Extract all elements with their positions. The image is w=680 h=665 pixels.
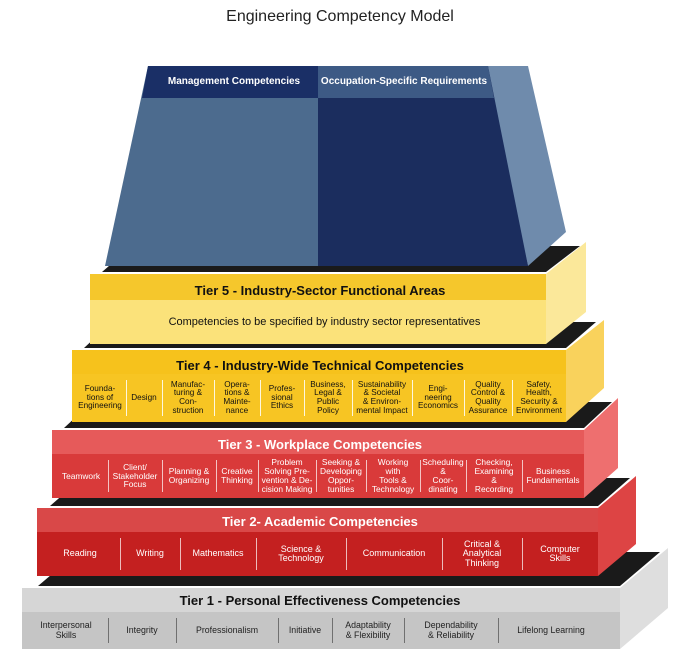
- cell-divider: [420, 460, 421, 492]
- occupation-specific-requirements-label: Occupation-Specific Requirements: [320, 75, 488, 87]
- cell-divider: [464, 380, 465, 416]
- tier3-band: [52, 430, 584, 454]
- tier1-band: [22, 588, 620, 612]
- competency-business-legal-public-policy: Business, Legal & Public Policy: [310, 379, 346, 415]
- top-side: [488, 66, 566, 266]
- cell-divider: [176, 618, 177, 643]
- occupation-header: [318, 66, 494, 98]
- tier2-title: Tier 2- Academic Competencies: [222, 514, 418, 529]
- competency-profes-sional-ethics: Profes- sional Ethics: [268, 384, 296, 411]
- cell-divider: [352, 380, 353, 416]
- competency-teamwork: Teamwork: [61, 470, 101, 481]
- occupation-face: [318, 66, 528, 266]
- cell-divider: [120, 538, 121, 570]
- management-competencies-label: Management Competencies: [167, 75, 301, 87]
- cell-divider: [442, 538, 443, 570]
- cell-divider: [180, 538, 181, 570]
- competency-seeking-developing-oppor-tunities: Seeking & Developing Oppor- tunities: [320, 457, 362, 494]
- cell-divider: [162, 380, 163, 416]
- cell-divider: [346, 538, 347, 570]
- cell-divider: [258, 460, 259, 492]
- competency-working-with-tools-technology: Working with Tools & Technology: [371, 457, 415, 494]
- cell-divider: [512, 380, 513, 416]
- cell-divider: [412, 380, 413, 416]
- cell-divider: [162, 460, 163, 492]
- competency-planning-organizing: Planning & Organizing: [168, 466, 210, 485]
- tier3-title: Tier 3 - Workplace Competencies: [218, 437, 422, 452]
- cell-divider: [108, 618, 109, 643]
- competency-founda-tions-of-engineering: Founda- tions of Engineering: [78, 384, 122, 411]
- competency-manufac-turing-con-struction: Manufac- turing & Con- struction: [170, 379, 206, 415]
- competency-critical-analytical-thinking: Critical & Analytical Thinking: [462, 538, 502, 568]
- competency-engi-neering-economics: Engi- neering Economics: [417, 384, 459, 411]
- cell-divider: [214, 380, 215, 416]
- cell-divider: [304, 380, 305, 416]
- page-title: Engineering Competency Model: [226, 8, 454, 25]
- tier2-band: [37, 508, 598, 532]
- tier5-title: Tier 5 - Industry-Sector Functional Area…: [194, 283, 446, 298]
- competency-reading: Reading: [63, 548, 97, 559]
- cell-divider: [332, 618, 333, 643]
- cell-divider: [522, 460, 523, 492]
- competency-sustainability-societal-environ-mental-impact: Sustainability & Societal & Environ- men…: [356, 379, 408, 415]
- tier5-note: Competencies to be specified by industry…: [168, 316, 481, 329]
- cell-divider: [522, 538, 523, 570]
- tier1-title: Tier 1 - Personal Effectiveness Competen…: [179, 593, 461, 608]
- cell-divider: [216, 460, 217, 492]
- competency-writing: Writing: [136, 548, 164, 559]
- tier5-face: [90, 300, 546, 344]
- competency-adaptability-flexibility: Adaptability & Flexibility: [345, 620, 391, 640]
- tier4-title: Tier 4 - Industry-Wide Technical Compete…: [176, 358, 464, 373]
- competency-business-fundamentals: Business Fundamentals: [526, 466, 580, 485]
- cell-divider: [256, 538, 257, 570]
- competency-problem-solving-pre-vention-de-cision-making: Problem Solving Pre- vention & De- cisio…: [261, 457, 313, 494]
- cell-divider: [366, 460, 367, 492]
- competency-quality-control-quality-assurance: Quality Control & Quality Assurance: [468, 379, 508, 415]
- competency-design: Design: [131, 392, 157, 402]
- tier5-band: [90, 274, 546, 300]
- tier4-band: [72, 350, 566, 374]
- cell-divider: [404, 618, 405, 643]
- competency-communication: Communication: [362, 548, 426, 559]
- management-header: [142, 66, 318, 98]
- competency-opera-tions-mainte-nance: Opera- tions & Mainte- nance: [223, 379, 251, 415]
- competency-initiative: Initiative: [288, 624, 322, 635]
- cell-divider: [108, 460, 109, 492]
- competency-professionalism: Professionalism: [195, 624, 259, 635]
- competency-scheduling-coor-dinating: Scheduling & Coor- dinating: [422, 457, 464, 494]
- cell-divider: [126, 380, 127, 416]
- cell-divider: [466, 460, 467, 492]
- competency-science-technology: Science & Technology: [278, 543, 324, 563]
- competency-checking-examining-recording: Checking, Examining & Recording: [474, 457, 514, 494]
- cell-divider: [498, 618, 499, 643]
- competency-interpersonal-skills: Interpersonal Skills: [40, 620, 92, 640]
- cell-divider: [278, 618, 279, 643]
- competency-safety-health-security-environment: Safety, Health, Security & Environment: [516, 379, 562, 415]
- competency-client-stakeholder-focus: Client/ Stakeholder Focus: [112, 461, 158, 490]
- cell-divider: [260, 380, 261, 416]
- competency-computer-skills: Computer Skills: [540, 543, 580, 563]
- tier2-face: [37, 532, 598, 576]
- tier1-face: [22, 612, 620, 649]
- tier4-face: [72, 374, 566, 422]
- competency-dependability-reliability: Dependability & Reliability: [424, 620, 478, 640]
- competency-lifelong-learning: Lifelong Learning: [517, 624, 585, 635]
- competency-integrity: Integrity: [126, 624, 158, 635]
- tier3-face: [52, 454, 584, 498]
- cell-divider: [316, 460, 317, 492]
- competency-creative-thinking: Creative Thinking: [221, 466, 253, 485]
- competency-mathematics: Mathematics: [192, 548, 244, 559]
- management-face: [105, 66, 318, 266]
